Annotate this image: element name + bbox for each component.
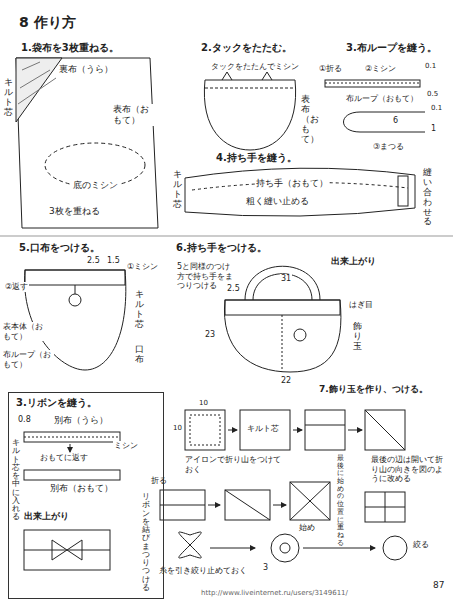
step-panel: 3.リボンを縫う。 0.8 別布（うら） キルト芯を中に入れる おもてに返す ミシン別布（…	[8, 392, 164, 599]
part-label: http://www.liveinternet.ru/users/3149611…	[200, 589, 349, 597]
part-label: 表本体（おもて）	[2, 322, 50, 341]
part-label: 表布（おもて）	[112, 104, 158, 126]
panel-text: 別布（うら）	[53, 415, 109, 426]
part-label: キルト芯	[134, 290, 145, 330]
panel-text: 別布（おもて）	[49, 483, 114, 494]
part-label: 0.1	[430, 104, 443, 112]
panel-text: ミシン	[113, 441, 139, 451]
part-label: 23	[204, 330, 216, 340]
part-label: 6.持ち手をつける。	[175, 242, 268, 254]
part-label: 糸を引き絞り止めておく	[158, 566, 260, 576]
part-label: 0.1	[424, 62, 437, 70]
part-label: ②ミシン	[364, 64, 397, 74]
part-label: 31	[280, 274, 292, 284]
part-label: ②返す	[4, 282, 29, 292]
part-label: 表布（おもて）	[300, 95, 311, 144]
part-label: 布ループ（おもて）	[345, 94, 419, 104]
part-label: 飾り玉	[352, 322, 363, 352]
part-label: 1	[430, 124, 437, 134]
part-label: 6	[392, 116, 399, 126]
part-label: キルト芯	[172, 170, 183, 210]
part-label: ①ミシン	[126, 262, 159, 272]
panel-text: 出来上がり	[23, 511, 70, 522]
part-label: ③まつる	[372, 142, 405, 152]
part-label: 底のミシン	[72, 180, 119, 191]
part-label: はぎ目	[348, 300, 374, 310]
part-label: キルト芯	[3, 78, 14, 118]
part-label: 粗く縫い止める	[245, 196, 310, 207]
part-label: 始め	[298, 523, 316, 533]
part-label: 3	[262, 563, 269, 573]
part-label: 最後に始めの位置に重ねる	[336, 455, 345, 547]
panel-text: リボンを結びまつりつける	[141, 493, 151, 592]
part-label: 3枚を重ねる	[48, 206, 101, 217]
part-label: 2.タックをたたむ。	[200, 42, 293, 54]
part-label: 3.布ループを縫う。	[345, 42, 438, 54]
part-label: キルト芯	[246, 424, 280, 434]
part-label: 折る	[150, 476, 168, 486]
part-label: 7.飾り玉を作り、つける。	[318, 384, 429, 395]
part-label: 1.5	[106, 256, 121, 266]
part-label: 持ち手（おもて）	[255, 178, 329, 189]
panel-text: キルト芯を中に入れる	[11, 439, 21, 522]
part-label: 5.口布をつける。	[18, 242, 101, 254]
part-label: 2.5	[86, 256, 101, 266]
part-label: 布ループ（おもて）	[2, 350, 54, 369]
part-label: 0.5	[426, 90, 439, 98]
part-label: アイロンで折り山をつけておく	[184, 455, 286, 474]
part-label: 口布	[134, 345, 145, 365]
part-label: 87	[432, 580, 445, 591]
part-label: 10	[198, 399, 209, 407]
part-label: 縫い合わせる	[422, 168, 433, 227]
panel-text: 0.8	[17, 415, 32, 425]
panel-text: 3.リボンを縫う。	[15, 397, 98, 409]
part-label: 裏布（うら）	[58, 64, 114, 75]
part-label: ①折る	[318, 64, 343, 74]
part-label: 最後の辺は開いて折り山の向きを図のように改める	[370, 455, 448, 484]
panel-text: おもてに返す	[39, 453, 89, 463]
part-label: 出来上がり	[330, 256, 377, 267]
part-label: 4.持ち手を縫う。	[215, 152, 298, 164]
part-label: タックをたたんでミシン	[210, 62, 300, 72]
part-label: 2.5	[226, 284, 241, 294]
part-label: 1.袋布を3枚重ねる。	[20, 42, 120, 54]
part-label: 絞る	[412, 540, 430, 550]
page-title: 8 作り方	[18, 14, 77, 31]
part-label: 10	[172, 424, 183, 432]
part-label: 22	[280, 376, 292, 386]
